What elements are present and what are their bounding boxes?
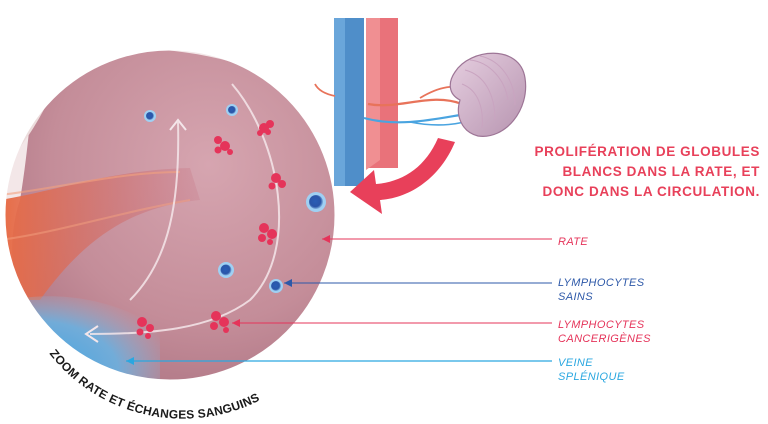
healthy-lymphocyte [144,110,156,122]
label-veine-splenique: VEINE SPLÉNIQUE [558,356,625,384]
blood-vessels [314,18,481,186]
label-line: SPLÉNIQUE [558,371,625,383]
label-line: LYMPHOCYTES [558,319,645,331]
cancer-cell-cluster [257,120,274,136]
cancerous-lymphocytes [136,120,286,339]
artery-highlight [366,18,380,170]
label-lymphocytes-sains: LYMPHOCYTES SAINS [558,276,645,304]
healthy-lymphocyte [306,192,326,212]
flow-arrow-up [129,121,180,301]
healthy-lymphocyte [269,279,283,293]
healthy-lymphocyte [226,104,238,116]
headline: PROLIFÉRATION DE GLOBULES BLANCS DANS LA… [520,142,760,202]
zoom-circle [5,50,335,380]
label-line: VEINE [558,357,594,369]
cancer-cell-cluster [136,317,154,339]
headline-line: BLANCS DANS LA RATE, ET [562,164,760,179]
label-line: CANCERIGÈNES [558,333,651,345]
splenic-vein [363,112,467,124]
callout-lines [126,235,552,365]
label-line: SAINS [558,291,594,303]
artery-flow [5,168,200,300]
healthy-lymphocytes [144,104,326,293]
cancer-cell-cluster [214,136,233,155]
cancer-cell-cluster [258,223,277,245]
label-lymphocytes-cancerigenes: LYMPHOCYTES CANCERIGÈNES [558,318,651,346]
cancer-cell-cluster [210,311,229,333]
label-line: LYMPHOCYTES [558,277,645,289]
splenic-artery [367,98,463,107]
proliferation-arrow [350,138,455,214]
label-rate-text: RATE [558,236,589,248]
spleen-organ [449,52,527,137]
label-rate: RATE [558,235,588,249]
headline-line: PROLIFÉRATION DE GLOBULES [534,144,760,159]
cancer-cell-cluster [268,173,286,190]
headline-line: DONC DANS LA CIRCULATION. [542,184,760,199]
healthy-lymphocyte [218,262,234,278]
vein-highlight [334,18,345,186]
artery-left-branch [314,83,336,97]
